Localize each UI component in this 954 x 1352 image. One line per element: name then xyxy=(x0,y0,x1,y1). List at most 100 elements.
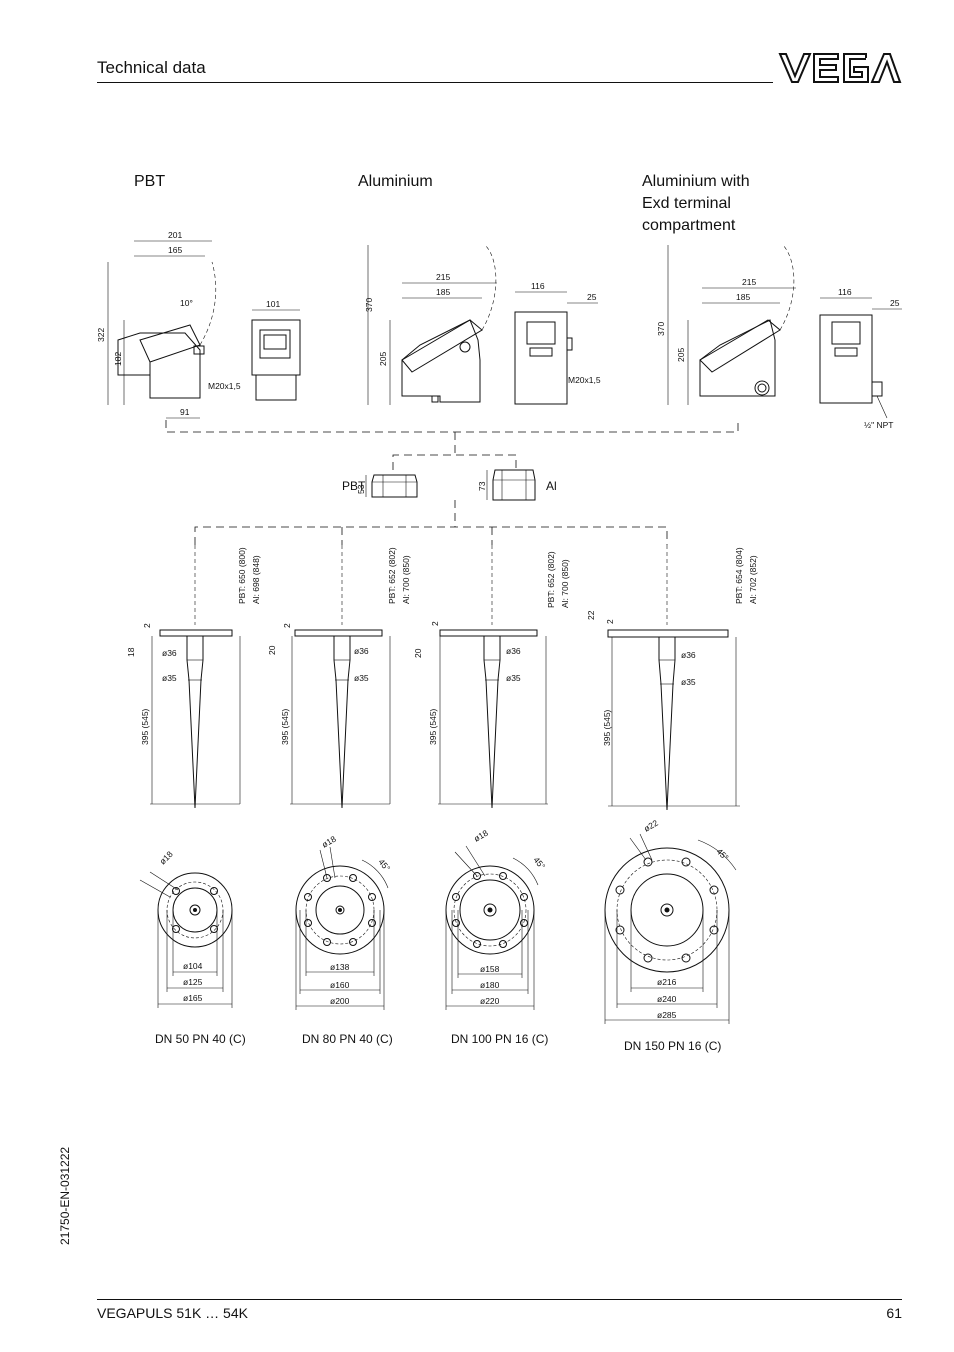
adapter-al: Al 73 xyxy=(477,469,557,501)
flange-dn50-caption: DN 50 PN 40 (C) xyxy=(155,1032,246,1046)
flange-dn50-d1: ø104 xyxy=(183,961,203,971)
antenna-3-pbt: PBT: 652 (802) xyxy=(546,551,556,608)
antenna-4-al: Al: 702 (852) xyxy=(748,555,758,604)
flange-dn100: ø18 45° ø158 ø180 ø220 DN 100 PN 16 (C) xyxy=(445,828,548,1046)
exd-housing-drawing: 370 205 215 185 116 25 ½" NPT xyxy=(656,244,902,430)
antenna-1-d36: ø36 xyxy=(162,648,177,658)
flange-dn80-hole: ø18 xyxy=(320,834,338,850)
adapter-pbt-label: PBT xyxy=(342,479,366,493)
antenna-4-d36: ø36 xyxy=(681,650,696,660)
adapter-al-height: 73 xyxy=(477,481,487,491)
exd-dim-215: 215 xyxy=(742,277,756,287)
flange-dn100-hole: ø18 xyxy=(472,828,490,844)
title-alu-exd-2: Exd terminal xyxy=(642,195,731,212)
antenna-2-d35: ø35 xyxy=(354,673,369,683)
antenna-4-flange: 22 xyxy=(586,610,596,620)
antenna-3: PBT: 652 (802) Al: 700 (850) 2 20 ø36 ø3… xyxy=(413,545,570,809)
flange-dn100-caption: DN 100 PN 16 (C) xyxy=(451,1032,548,1046)
antenna-3-d35: ø35 xyxy=(506,673,521,683)
document-id: 21750-EN-031222 xyxy=(58,1146,72,1245)
antenna-2-flange: 20 xyxy=(267,645,277,655)
exd-dim-205: 205 xyxy=(676,348,686,362)
vega-logo xyxy=(778,53,902,83)
alu-dim-185: 185 xyxy=(436,287,450,297)
exd-dim-185: 185 xyxy=(736,292,750,302)
flange-dn80-d2: ø160 xyxy=(330,980,350,990)
pbt-dim-101: 101 xyxy=(266,299,280,309)
page-number: 61 xyxy=(886,1305,902,1321)
pbt-dim-165: 165 xyxy=(168,245,182,255)
antenna-3-d36: ø36 xyxy=(506,646,521,656)
antenna-2-pbt: PBT: 652 (802) xyxy=(387,547,397,604)
flange-dn80-caption: DN 80 PN 40 (C) xyxy=(302,1032,393,1046)
adapter-pbt-height: 53 xyxy=(356,484,366,494)
antenna-4: PBT: 654 (804) Al: 702 (852) 2 22 ø36 ø3… xyxy=(586,545,758,811)
antenna-1-d35: ø35 xyxy=(162,673,177,683)
antenna-3-top: 2 xyxy=(430,621,440,626)
flange-dn50-d2: ø125 xyxy=(183,977,203,987)
antenna-1-al: Al: 698 (848) xyxy=(251,555,261,604)
flange-dn150-d1: ø216 xyxy=(657,977,677,987)
flange-dn150-hole: ø22 xyxy=(642,818,660,834)
antenna-2-d36: ø36 xyxy=(354,646,369,656)
flange-dn150: ø22 45° ø216 ø240 ø285 DN 150 PN 16 (C) xyxy=(604,818,737,1053)
antenna-4-top: 2 xyxy=(605,619,615,624)
antenna-1: PBT: 650 (800) Al: 698 (848) 2 18 ø36 ø3… xyxy=(126,545,261,809)
alu-dim-116: 116 xyxy=(531,281,545,291)
antenna-2: PBT: 652 (802) Al: 700 (850) 2 20 ø36 ø3… xyxy=(267,545,411,809)
alu-housing-drawing: 370 205 215 185 116 25 M20x1,5 xyxy=(364,244,601,405)
antenna-3-al: Al: 700 (850) xyxy=(560,559,570,608)
exd-dim-370: 370 xyxy=(656,322,666,336)
flange-dn100-d1: ø158 xyxy=(480,964,500,974)
title-pbt: PBT xyxy=(134,173,165,190)
pbt-dim-182: 182 xyxy=(113,352,123,366)
flange-dn150-caption: DN 150 PN 16 (C) xyxy=(624,1039,721,1053)
pbt-thread: M20x1,5 xyxy=(208,381,241,391)
alu-dim-205: 205 xyxy=(378,352,388,366)
pbt-housing-drawing: 201 165 322 182 10° M20x1,5 91 101 xyxy=(96,230,301,419)
page-header-title: Technical data xyxy=(97,58,206,77)
antenna-2-len: 395 (545) xyxy=(280,708,290,745)
antenna-3-flange: 20 xyxy=(413,648,423,658)
flange-dn80-d1: ø138 xyxy=(330,962,350,972)
pbt-dim-322: 322 xyxy=(96,328,106,342)
header-rule xyxy=(97,82,773,83)
flange-dn80-d3: ø200 xyxy=(330,996,350,1006)
flange-dn150-d3: ø285 xyxy=(657,1010,677,1020)
title-aluminium: Aluminium xyxy=(358,173,433,190)
flange-dn100-d3: ø220 xyxy=(480,996,500,1006)
flange-dn100-angle: 45° xyxy=(531,855,547,871)
title-alu-exd-1: Aluminium with xyxy=(642,173,750,190)
antenna-2-top: 2 xyxy=(282,623,292,628)
flange-dn80: ø18 45° ø138 ø160 ø200 DN 80 PN 40 (C) xyxy=(295,834,393,1046)
alu-dim-370: 370 xyxy=(364,298,374,312)
footer-product: VEGAPULS 51K … 54K xyxy=(97,1305,248,1321)
antenna-1-top: 2 xyxy=(142,623,152,628)
housing-connector-line xyxy=(165,420,739,433)
antenna-3-len: 395 (545) xyxy=(428,708,438,745)
flange-dn50: ø18 ø104 ø125 ø165 DN 50 PN 40 (C) xyxy=(139,849,246,1046)
alu-dim-25: 25 xyxy=(587,292,597,302)
antenna-1-flange: 18 xyxy=(126,647,136,657)
exd-dim-116: 116 xyxy=(838,287,852,297)
exd-dim-25: 25 xyxy=(890,298,900,308)
antenna-4-len: 395 (545) xyxy=(602,709,612,746)
title-alu-exd-3: compartment xyxy=(642,217,736,234)
flange-dn80-angle: 45° xyxy=(376,857,392,873)
antenna-1-len: 395 (545) xyxy=(140,708,150,745)
antenna-1-pbt: PBT: 650 (800) xyxy=(237,547,247,604)
flange-dn100-d2: ø180 xyxy=(480,980,500,990)
pbt-dim-angle: 10° xyxy=(180,298,193,308)
antenna-2-al: Al: 700 (850) xyxy=(401,555,411,604)
flange-dn50-hole: ø18 xyxy=(157,849,175,867)
exd-npt: ½" NPT xyxy=(864,420,893,430)
flange-dn50-d3: ø165 xyxy=(183,993,203,1003)
pbt-dim-91: 91 xyxy=(180,407,190,417)
adapter-pbt: PBT 53 xyxy=(342,474,418,498)
pbt-dim-201: 201 xyxy=(168,230,182,240)
antenna-4-d35: ø35 xyxy=(681,677,696,687)
adapter-al-label: Al xyxy=(546,479,557,493)
alu-thread: M20x1,5 xyxy=(568,375,601,385)
alu-dim-215: 215 xyxy=(436,272,450,282)
